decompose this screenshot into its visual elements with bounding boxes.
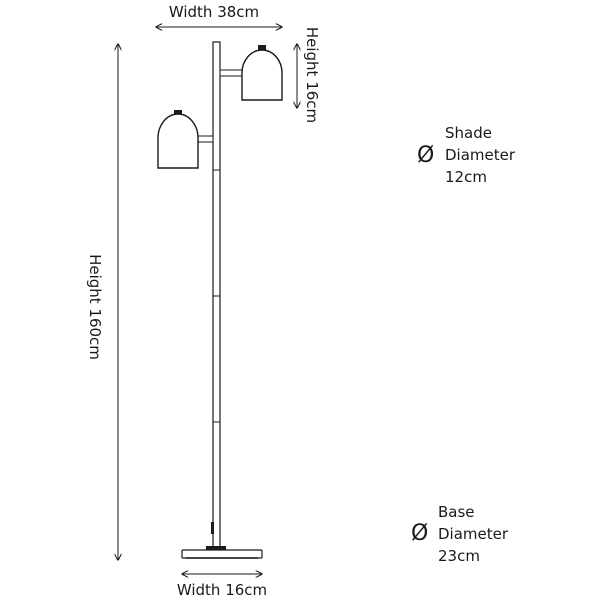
base-info: Base Ø Diameter 23cm — [411, 503, 509, 565]
upper-shade-arm — [219, 69, 243, 77]
overall-height-label: Height 160cm — [86, 254, 104, 360]
lower-shade-arm — [197, 135, 214, 143]
base-width-dimension: Width 16cm — [177, 574, 267, 599]
base-info-title: Base — [438, 503, 475, 521]
base-diameter-value: 23cm — [438, 547, 480, 565]
overall-width-label: Width 38cm — [169, 3, 259, 21]
pole-switch — [211, 522, 214, 534]
shade-height-dimension: Height 16cm — [297, 27, 321, 123]
lamp-base — [181, 546, 263, 559]
base-width-label: Width 16cm — [177, 581, 267, 599]
lamp-illustration — [157, 41, 283, 559]
shade-diameter-symbol: Ø — [417, 143, 434, 168]
shade-height-label: Height 16cm — [303, 27, 321, 123]
shade-diameter-value: 12cm — [445, 168, 487, 186]
base-diameter-symbol: Ø — [411, 521, 428, 546]
base-diameter-label: Diameter — [438, 525, 509, 543]
shade-diameter-label: Diameter — [445, 146, 516, 164]
upper-shade — [241, 45, 283, 101]
lower-shade — [157, 110, 199, 169]
shade-info: Shade Ø Diameter 12cm — [417, 124, 516, 186]
overall-height-dimension: Height 160cm — [86, 44, 118, 560]
shade-info-title: Shade — [445, 124, 492, 142]
overall-width-dimension: Width 38cm — [156, 3, 282, 27]
